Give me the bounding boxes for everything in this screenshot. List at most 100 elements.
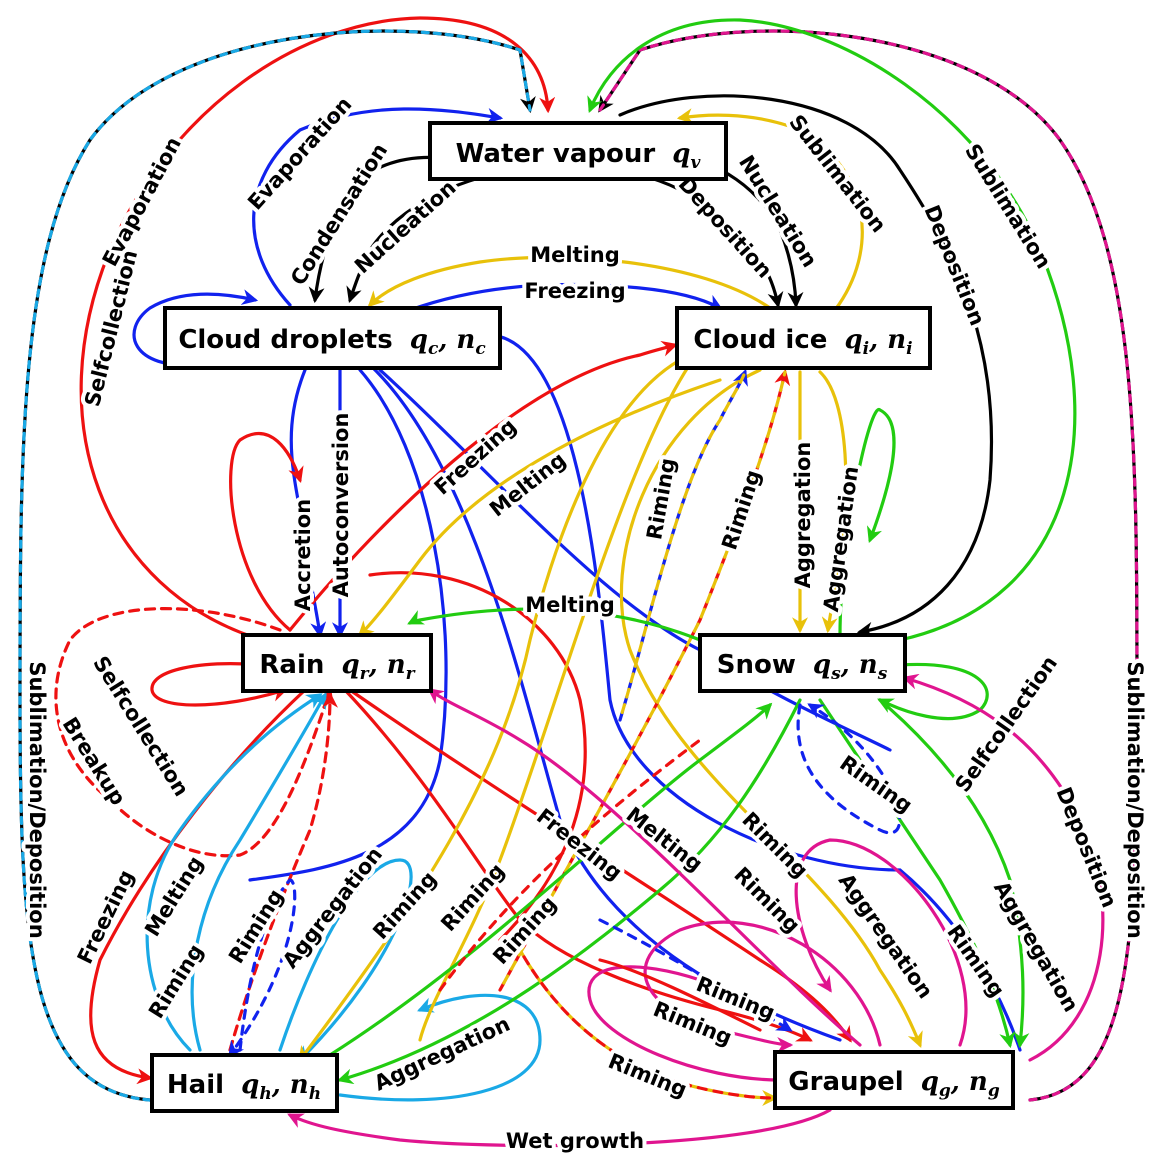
edge-graupel-snow-deposition [901,673,1105,1062]
edge-hail-snow-riming [328,702,773,1057]
edge-hail-graupel-riming-bottom-overlay [518,948,777,1100]
edge-hail-riming-loop-cyan [278,858,413,1063]
label-freezing-cloud-ice: Freezing [524,279,625,303]
edge-vapour-ice-deposition [638,173,784,309]
label-evaporation-left: Evaporation [98,133,186,270]
node-cloud-droplets: Cloud droplets qc, nc [163,306,502,370]
label-wet-growth: Wet growth [506,1129,644,1153]
label-selfcollection-left: Selfcollection [80,248,142,409]
edge-graupel-rain-melting [427,688,862,1047]
node-water-vapour: Water vapour qv [428,121,728,181]
label-sublimation-snow: Sublimation [960,140,1056,273]
edge-snow-rain-melting [407,607,702,642]
label-riming-graupel-6: Riming [605,1049,690,1102]
svg-text:Snow qs, ns: Snow qs, ns [717,650,888,684]
edge-rain-graupel-freezing [348,688,852,1043]
label-melting-snow-rain: Melting [525,593,615,617]
svg-text:Cloud ice qi, ni: Cloud ice qi, ni [693,325,912,359]
node-snow-label: Snow [717,650,796,680]
label-sublimation-deposition-left: Sublimation/Deposition [25,661,49,938]
edge-rain-breakup-loop [54,607,334,858]
edge-graupel-hail-wetgrowth [287,1108,832,1148]
edge-rain-hail-riming-red [368,571,587,942]
edge-rain-vapour-evaporation [79,16,556,642]
node-graupel-label: Graupel [788,1067,903,1097]
edge-hail-aggregation-loop [338,993,542,1102]
label-sublimation-deposition-right: Sublimation/Deposition [1123,661,1147,938]
edge-rain-accretion-loop [229,432,304,632]
edge-ice-hail-aggregation [298,358,682,1063]
edge-graupel-riming-loop-a [643,920,882,1053]
label-aggregation-snow-loop: Aggregation [819,465,863,614]
process-edges [18,16,1139,1148]
edge-snow-ice-riming-dash-overlay [618,370,747,722]
edge-cloud-hail-riming [248,368,448,882]
label-freezing-rain-graupel: Freezing [532,804,627,885]
svg-text:Graupel qg, ng: Graupel qg, ng [788,1067,1000,1101]
label-riming-snow-loop: Riming [835,751,916,818]
edge-vapour-snow-deposition [618,94,994,638]
edge-hail-rain-melting [145,693,323,1052]
edge-rain-graupel-riming [343,688,813,1042]
svg-text:Hail qh, nh: Hail qh, nh [167,1070,321,1104]
edge-ice-snow-aggregation-b [818,370,848,634]
edge-rain-graupel-riming-2 [598,918,793,1032]
edge-hail-rain-riming-dashed [228,691,338,1052]
edge-cloud-graupel-riming-a [368,363,842,1042]
edge-cloud-selfcollection-loop [132,289,259,367]
edge-ice-hail-riming-long [418,348,702,1042]
edge-cloud-vapour-evaporation [252,107,504,307]
edge-graupel-riming-loop-b [794,838,968,1047]
label-freezing-rain-hail: Freezing [73,866,139,968]
label-melting-ice-cloud: Melting [530,243,620,267]
edge-cloud-ice-freezing [408,282,723,312]
node-cloud-droplets-label: Cloud droplets [178,325,392,355]
label-melting-graupel-rain: Melting [622,802,707,876]
edge-snow-vapour-sublimation [587,18,1077,642]
label-sublimation-ice: Sublimation [784,110,890,237]
label-breakup: Breakup [58,713,131,809]
edge-snow-hail-aggregation-green [336,698,802,1085]
label-riming-graupel-3: Riming [942,920,1009,1001]
node-hail: Hail qh, nh [150,1053,339,1113]
edge-snow-riming-loop [796,703,902,835]
edge-rain-hail-freezing [89,688,307,1085]
node-snow: Snow qs, ns [698,633,907,693]
svg-text:Rain qr, nr: Rain qr, nr [259,650,415,684]
node-hail-label: Hail [167,1070,224,1100]
edge-hail-rain-riming-cyan [190,692,327,1052]
edge-snow-hail-riming-cross [438,738,702,992]
label-aggregation-graupel-2: Aggregation [989,877,1083,1016]
label-aggregation-hail-2: Aggregation [370,1012,513,1096]
edge-graupel-riming-red-loop [598,958,762,1032]
edge-rain-ice-freezing [288,341,679,632]
edge-ice-cloud-melting [367,255,772,310]
edge-ice-graupel-aggregation [619,368,923,1048]
svg-text:Cloud droplets qc, nc: Cloud droplets qc, nc [178,325,486,359]
label-aggregation-ice-snow: Aggregation [791,442,815,589]
node-rain-label: Rain [259,650,324,680]
edge-vapour-cloud-condensation [308,155,462,304]
node-cloud-ice: Cloud ice qi, ni [675,306,932,370]
edge-snow-ice-riming-dash [618,369,748,722]
node-cloud-ice-label: Cloud ice [693,325,827,355]
edge-ice-vapour-sublimation [676,108,864,312]
label-deposition-graupel-snow: Deposition [1051,784,1121,911]
label-accretion: Accretion [291,499,315,611]
edge-snow-aggregation-loop [838,408,896,637]
edge-ice-rain-melting [357,378,722,638]
edge-graupel-vapour-sublimation-right-overlay [598,29,1139,1102]
svg-text:Water vapour qv: Water vapour qv [456,139,702,173]
edge-hail-riming-blue-loop [228,878,297,1058]
label-riming-ice-2: Riming [717,467,765,553]
edge-snow-graupel-aggregation [878,698,1030,1049]
label-riming-hail-3: Riming [368,867,441,944]
edge-vapour-cloud-nucleation [346,173,492,304]
node-water-vapour-label: Water vapour [456,139,656,169]
edge-graupel-riming-loop-c [587,965,782,1082]
node-rain: Rain qr, nr [241,633,433,693]
edge-snow-graupel-riming [818,698,1016,1049]
edge-hail-vapour-sublimation-left-overlay [18,29,532,1102]
state-nodes: Water vapour qv Cloud droplets qc, nc Cl… [150,121,1015,1113]
